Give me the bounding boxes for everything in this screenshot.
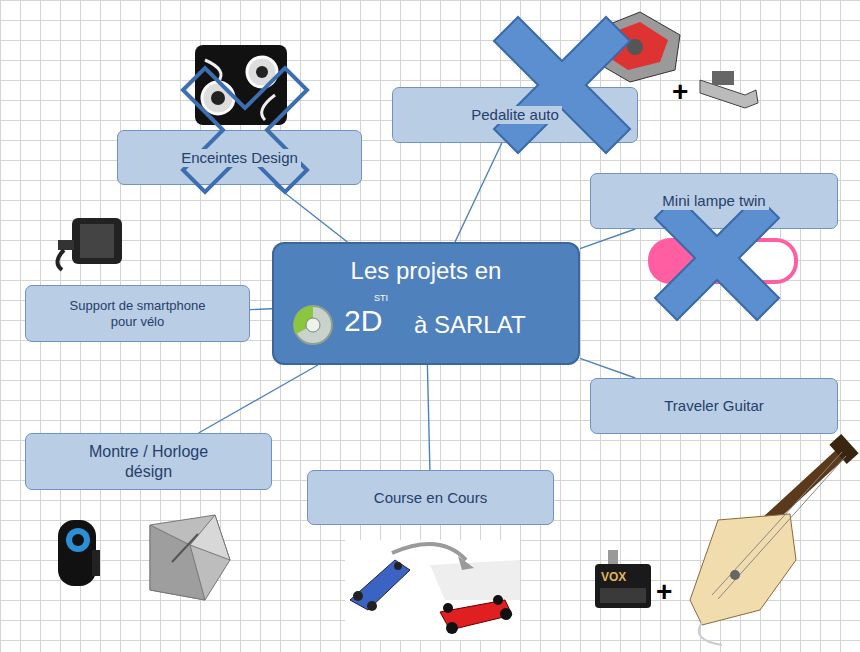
watch-picture — [58, 520, 100, 586]
branch-line — [580, 229, 635, 249]
project-box: Enceintes Design — [117, 130, 362, 185]
topic-text: à SARLAT — [414, 312, 526, 338]
text-stack: Support de smartphone pour vélo — [52, 298, 223, 329]
project-label: Mini lampe twin — [659, 192, 768, 210]
cross-mark — [655, 196, 779, 320]
project-label: Montre / Horloge désign — [71, 442, 227, 480]
topic-text: 2D — [344, 304, 382, 337]
plus-sign: + — [672, 78, 688, 106]
text-stack: Traveler Guitar — [661, 397, 766, 415]
project-label: Pedalite auto — [468, 106, 562, 124]
branch-line — [455, 143, 502, 242]
cross-outline — [183, 68, 307, 192]
project-label: Traveler Guitar — [661, 397, 766, 415]
branch-line — [427, 365, 430, 470]
brand-label: VOX — [601, 571, 626, 583]
topic-text: STI — [374, 294, 388, 304]
race-car-picture — [345, 540, 520, 640]
text-stack: Montre / Horloge désign — [71, 442, 227, 480]
project-box: Course en Cours — [307, 470, 554, 525]
project-label: Support de smartphone pour vélo — [52, 298, 223, 329]
text-stack: Mini lampe twin — [659, 192, 768, 210]
guitar-picture — [690, 434, 859, 645]
project-label: Enceintes Design — [178, 149, 301, 167]
speaker-picture — [195, 45, 287, 125]
plus-sign: + — [656, 578, 672, 606]
project-label: Course en Cours — [371, 489, 490, 507]
cross-mark — [494, 17, 630, 153]
text-stack: Enceintes Design — [178, 149, 301, 167]
clock-picture — [150, 515, 230, 600]
branch-line — [199, 365, 318, 433]
text-stack: Course en Cours — [371, 489, 490, 507]
branch-line — [250, 308, 272, 310]
amp-picture — [595, 550, 651, 608]
central-topic: Les projets en STI2D à SARLAT — [272, 242, 580, 365]
project-box: Mini lampe twin — [590, 173, 838, 229]
project-box: Montre / Horloge désign — [25, 433, 272, 490]
branch-line — [275, 185, 348, 242]
project-box: Traveler Guitar — [590, 378, 838, 434]
branch-line — [580, 358, 635, 378]
phone-holder-picture — [57, 218, 122, 270]
lamp-picture — [648, 238, 798, 284]
text-stack: Pedalite auto — [468, 106, 562, 124]
topic-text: Les projets en — [274, 258, 578, 284]
sti2d-logo — [294, 306, 332, 344]
project-box: Pedalite auto — [392, 87, 638, 143]
project-box: Support de smartphone pour vélo — [25, 285, 250, 342]
